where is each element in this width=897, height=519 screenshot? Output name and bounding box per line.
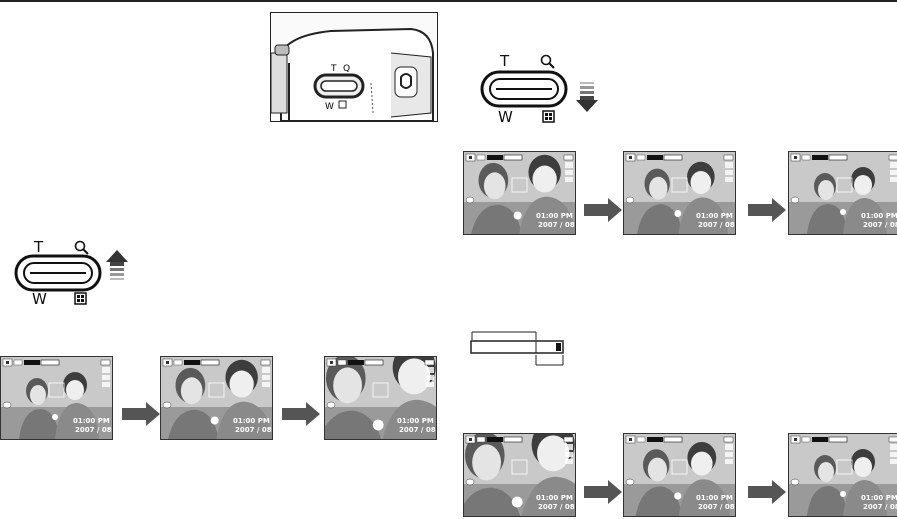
right-arrow-icon — [748, 198, 786, 222]
right-arrow-icon — [122, 402, 160, 426]
zoom-rocker — [14, 254, 104, 292]
zoom-out-arrow-icon — [576, 82, 598, 116]
zoom-bar-outline — [468, 331, 568, 371]
magnify-icon-right — [540, 54, 556, 70]
screen-date: 2007 / 08 — [863, 221, 897, 229]
camera-lcd-screen: 01:00 PM 2007 / 08 — [160, 356, 273, 440]
zoom-in-arrow-icon — [106, 250, 128, 284]
zoom-key-wide: T W — [480, 52, 600, 126]
thumbnail-icon-right — [542, 110, 556, 124]
wide-label-right: W — [498, 108, 513, 126]
screen-time: 01:00 PM — [861, 494, 897, 502]
screen-time: 01:00 PM — [536, 212, 573, 220]
right-arrow-icon — [748, 480, 786, 504]
camera-lcd-screen: 01:00 PM 2007 / 08 — [463, 433, 576, 517]
right-arrow-icon — [282, 402, 320, 426]
camera-wide-label: W — [325, 102, 334, 112]
screen-date: 2007 / 08 — [698, 221, 735, 229]
camera-lcd-screen: 01:00 PM 2007 / 08 — [0, 356, 113, 440]
camera-lcd-screen: 01:00 PM 2007 / 08 — [623, 151, 736, 235]
camera-thumbnail-icon — [339, 101, 346, 108]
screen-time: 01:00 PM — [861, 212, 897, 220]
page-top-rule — [0, 0, 897, 2]
screen-time: 01:00 PM — [397, 417, 434, 425]
camera-zoom-q-icon: Q — [343, 64, 350, 74]
screen-date: 2007 / 08 — [235, 426, 272, 434]
camera-lcd-screen: 01:00 PM 2007 / 08 — [324, 356, 437, 440]
screen-time: 01:00 PM — [536, 494, 573, 502]
camera-lcd-screen: 01:00 PM 2007 / 08 — [788, 151, 897, 235]
right-arrow-icon — [584, 198, 622, 222]
screen-time: 01:00 PM — [233, 417, 270, 425]
screen-time: 01:00 PM — [696, 494, 733, 502]
screen-date: 2007 / 08 — [75, 426, 112, 434]
screen-time: 01:00 PM — [696, 212, 733, 220]
zoom-bar-diagram — [468, 331, 568, 371]
camera-illustration: T Q W — [270, 12, 438, 122]
screen-date: 2007 / 08 — [863, 503, 897, 511]
tele-label-right: T — [500, 52, 509, 70]
thumbnail-icon — [74, 292, 88, 306]
screen-date: 2007 / 08 — [538, 221, 575, 229]
camera-body-drawing: T Q W — [271, 13, 437, 121]
right-arrow-icon — [584, 480, 622, 504]
screen-date: 2007 / 08 — [399, 426, 436, 434]
camera-lcd-screen: 01:00 PM 2007 / 08 — [788, 433, 897, 517]
camera-lcd-screen: 01:00 PM 2007 / 08 — [623, 433, 736, 517]
camera-lcd-screen: 01:00 PM 2007 / 08 — [463, 151, 576, 235]
wide-label: W — [32, 290, 47, 308]
screen-date: 2007 / 08 — [698, 503, 735, 511]
camera-tele-label: T — [330, 64, 337, 74]
screen-time: 01:00 PM — [73, 417, 110, 425]
zoom-rocker-right — [480, 70, 570, 108]
screen-date: 2007 / 08 — [538, 503, 575, 511]
zoom-key-tele: T W — [14, 238, 134, 308]
